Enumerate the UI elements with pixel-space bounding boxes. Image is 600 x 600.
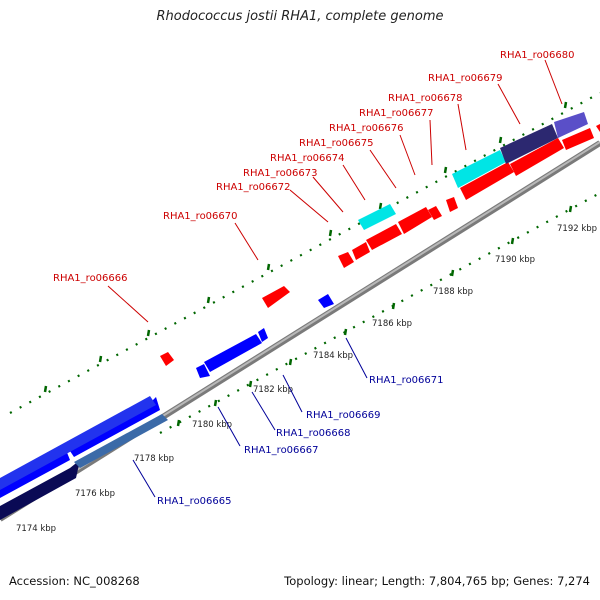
gene-ro06680d[interactable] — [562, 128, 594, 150]
gene-ro06679a[interactable] — [452, 150, 506, 188]
gene-ro06680c[interactable] — [510, 138, 564, 176]
kbp-label: 7186 kbp — [372, 319, 412, 329]
label-ro06666[interactable]: RHA1_ro06666 — [53, 273, 128, 284]
label-ro06674[interactable]: RHA1_ro06674 — [270, 153, 345, 164]
label-ro06676[interactable]: RHA1_ro06676 — [329, 123, 404, 134]
reverse-major-ticks — [176, 205, 573, 427]
kbp-label: 7188 kbp — [433, 287, 473, 297]
label-ro06672[interactable]: RHA1_ro06672 — [216, 182, 291, 193]
kbp-label: 7190 kbp — [495, 255, 535, 265]
gene-ro06670[interactable] — [262, 286, 290, 308]
gene-ro06679b[interactable] — [460, 162, 514, 200]
gene-ro06668[interactable] — [204, 334, 262, 372]
reverse-leaders — [132, 337, 368, 498]
label-ro06678[interactable]: RHA1_ro06678 — [388, 93, 463, 104]
forward-leaders — [107, 59, 563, 323]
kbp-label: 7180 kbp — [192, 420, 232, 430]
gene-ro06675[interactable] — [358, 204, 396, 230]
label-ro06680[interactable]: RHA1_ro06680 — [500, 50, 575, 61]
gene-ro06669b[interactable] — [258, 328, 268, 342]
label-ro06671[interactable]: RHA1_ro06671 — [369, 375, 444, 386]
forward-genes — [160, 112, 600, 366]
gene-ro06669[interactable] — [196, 364, 210, 378]
forward-gene-labels: RHA1_ro06666 RHA1_ro06670 RHA1_ro06672 R… — [53, 50, 575, 284]
kbp-label: 7182 kbp — [253, 385, 293, 395]
label-ro06665[interactable]: RHA1_ro06665 — [157, 496, 232, 507]
gene-ro06680e[interactable] — [596, 124, 600, 132]
reverse-tick-track — [159, 192, 600, 434]
label-ro06669[interactable]: RHA1_ro06669 — [306, 410, 381, 421]
forward-major-ticks — [43, 101, 568, 393]
gene-ro06667[interactable] — [0, 450, 70, 498]
gene-ro06666[interactable] — [160, 352, 174, 366]
gene-ro06676[interactable] — [398, 207, 432, 234]
label-ro06673[interactable]: RHA1_ro06673 — [243, 168, 318, 179]
gene-ro06674[interactable] — [366, 224, 402, 250]
label-ro06677[interactable]: RHA1_ro06677 — [359, 108, 434, 119]
gene-ro06667c[interactable] — [0, 396, 156, 490]
gene-ro06665-navy[interactable] — [0, 460, 80, 520]
kbp-label: 7174 kbp — [16, 524, 56, 534]
label-ro06668[interactable]: RHA1_ro06668 — [276, 428, 351, 439]
gene-ro06671[interactable] — [318, 294, 334, 308]
accession-text: Accession: NC_008268 — [9, 574, 140, 588]
gene-ro06677[interactable] — [428, 206, 442, 220]
label-ro06670[interactable]: RHA1_ro06670 — [163, 211, 238, 222]
label-ro06675[interactable]: RHA1_ro06675 — [299, 138, 374, 149]
label-ro06667[interactable]: RHA1_ro06667 — [244, 445, 319, 456]
kbp-label: 7184 kbp — [313, 351, 353, 361]
map-title: Rhodococcus jostii RHA1, complete genome — [156, 9, 444, 24]
kbp-scale: 7174 kbp 7176 kbp 7178 kbp 7180 kbp 7182… — [16, 224, 597, 534]
kbp-label: 7176 kbp — [75, 489, 115, 499]
gene-ro06665-steel[interactable] — [74, 414, 168, 468]
gene-ro06673[interactable] — [352, 242, 370, 260]
label-ro06679[interactable]: RHA1_ro06679 — [428, 73, 503, 84]
forward-tick-track — [9, 92, 600, 414]
gene-ro06672[interactable] — [338, 252, 354, 268]
gene-ro06680b[interactable] — [554, 112, 588, 138]
reverse-genes — [0, 294, 334, 520]
kbp-label: 7178 kbp — [134, 454, 174, 464]
genome-summary-text: Topology: linear; Length: 7,804,765 bp; … — [284, 574, 590, 588]
gene-ro06680a[interactable] — [500, 124, 558, 164]
reverse-gene-labels: RHA1_ro06665 RHA1_ro06667 RHA1_ro06668 R… — [157, 375, 444, 507]
gene-ro06678[interactable] — [446, 197, 458, 212]
kbp-label: 7192 kbp — [557, 224, 597, 234]
